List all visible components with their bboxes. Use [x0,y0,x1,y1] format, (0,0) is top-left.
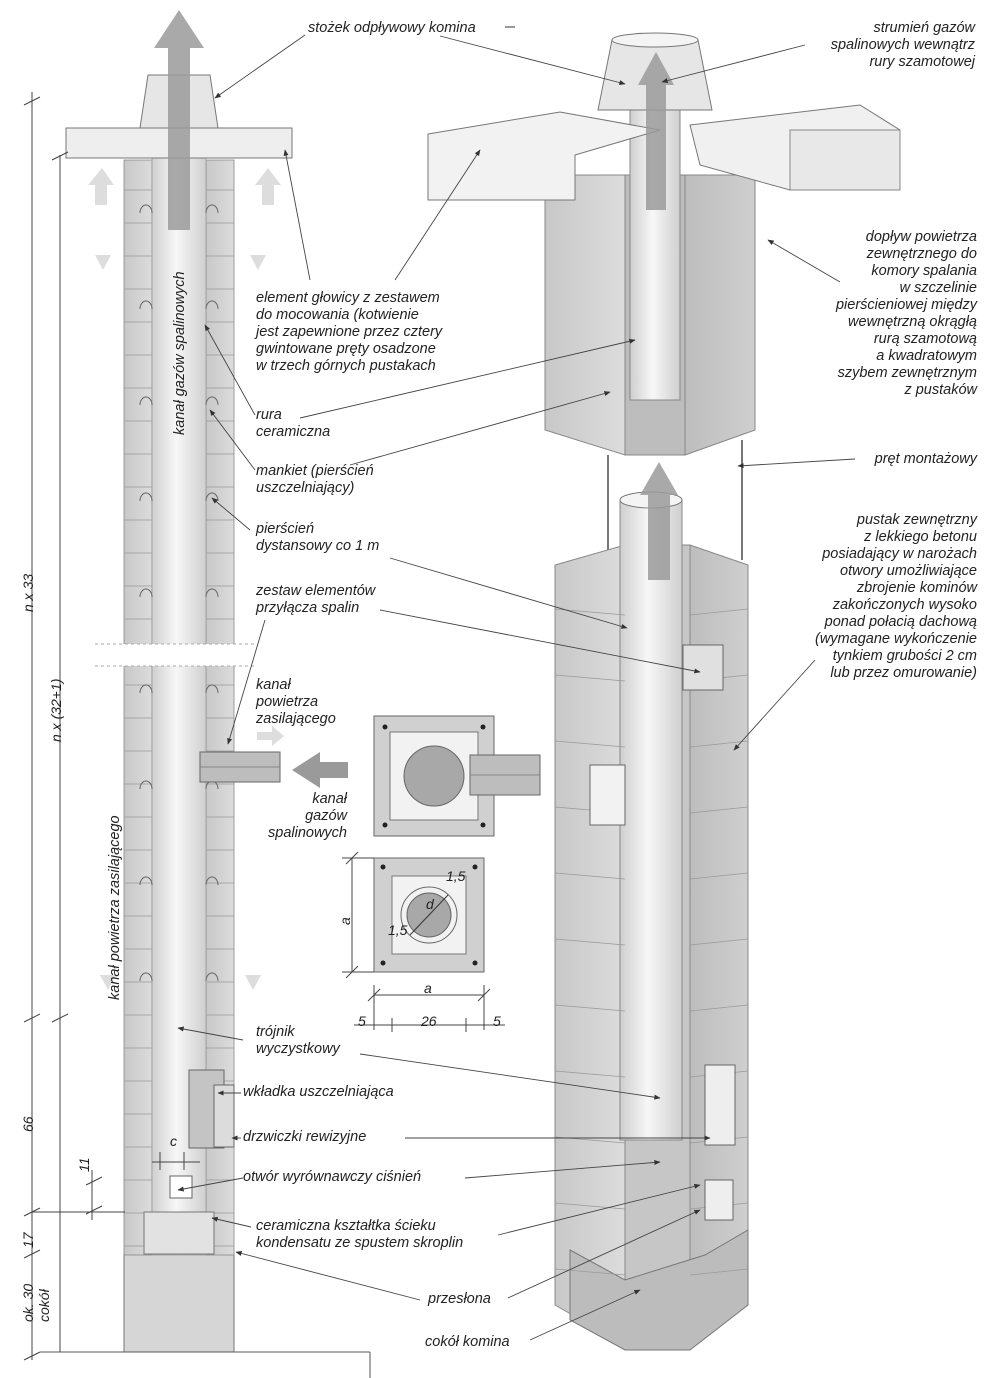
upper-assembly [427,32,901,560]
right-flue-connection [682,644,724,691]
block-joint [689,740,749,748]
left-ceramic-pipe [151,99,207,1256]
label-cleanout-tee: trójnik wyczystkowy [256,1024,340,1057]
right-lower-opening [704,1179,734,1221]
dim-30: ok. 30 [20,1283,36,1322]
label-mounting-rod: pręt montażowy [874,451,977,467]
spacer-ring [205,588,219,598]
spacer-ring [205,876,219,886]
spacer-ring [205,684,219,694]
dim-c: c [170,1133,177,1149]
block-joint [554,1268,626,1276]
label-condensate-fitting: ceramiczna kształtka ścieku kondensatu z… [256,1218,464,1251]
dim-a-vertical: a [337,917,353,925]
left-wall-blocks [123,159,153,1256]
dim-1-5-b: 1,5 [446,868,466,884]
dim-plinth: cokół [36,1289,52,1322]
block-joint [689,806,749,814]
block-joint [689,872,749,880]
dim-11: 11 [76,1157,92,1172]
label-spacer-ring: pierścień dystansowy co 1 m [256,521,380,554]
label-flue-stream: strumień gazów spalinowych wewnątrz rury… [830,20,975,70]
block-joint [689,1268,749,1276]
label-outflow-cone: stożek odpływowy komina [308,20,476,36]
dim-17: 17 [20,1232,36,1248]
label-inspection-door: drzwiczki rewizyjne [243,1129,367,1145]
block-joint [689,938,749,946]
dim-66: 66 [20,1116,36,1132]
spacer-ring [139,492,153,502]
left-inspection-door [213,1084,235,1148]
lower-ceramic-pipe [619,499,683,1141]
left-section-view [23,10,371,1378]
spacer-ring [205,300,219,310]
label-pressure-hole: otwór wyrównawczy ciśnień [243,1169,422,1185]
dim-1-5-a: 1,5 [388,922,408,938]
upper-flue-gas-arrow [638,52,674,210]
spacer-ring [139,876,153,886]
plan-detail-bottom [342,851,505,1032]
block-joint [554,1202,626,1210]
dim-5-left: 5 [358,1013,366,1029]
right-plinth [569,1229,749,1351]
spacer-ring [139,972,153,982]
label-head-element: element głowicy z zestawem do mocowania … [256,290,443,374]
label-sealing-cuff: mankiet (pierścień uszczelniający) [256,463,374,496]
spacer-ring [139,780,153,790]
label-flue-gas-channel: kanał gazów spalinowych [268,791,347,841]
leader-lines [177,34,856,1341]
label-connection-set: zestaw elementów przyłącza spalin [256,583,376,616]
dim-n32: n x (32+1) [48,678,64,742]
lower-flue-gas-arrow [640,462,678,580]
label-supply-air-channel: kanał powietrza zasilającego [256,677,336,727]
upper-head-slab-left [427,111,661,201]
spacer-ring [205,396,219,406]
block-joint [554,674,626,682]
dim-n33: n x 33 [20,573,36,612]
spacer-ring [139,204,153,214]
spacer-ring [139,684,153,694]
left-flue-gas-arrow [154,10,204,230]
left-condensate-fitting [143,1211,215,1255]
dim-a-horizontal: a [424,980,432,996]
right-side-opening [589,764,626,826]
spacer-ring [205,204,219,214]
block-joint [689,1004,749,1012]
label-outer-block: pustak zewnętrzny z lekkiego betonu posi… [815,512,977,681]
section-break [95,644,255,666]
spacer-ring [139,300,153,310]
block-joint [554,872,626,880]
plan-detail-top [373,715,541,837]
label-supply-channel-vertical: kanał powietrza zasilającego [107,815,123,1000]
block-joint [554,1070,626,1078]
block-joint [554,740,626,748]
right-3d-view [427,32,901,1351]
label-shutter: przesłona [428,1291,491,1307]
spacer-ring [139,396,153,406]
left-pressure-hole [169,1175,193,1199]
spacer-ring [205,972,219,982]
label-sealing-insert: wkładka uszczelniająca [243,1084,394,1100]
left-plinth [123,1253,235,1353]
lower-assembly [554,462,749,1351]
dim-d: d [426,896,434,912]
label-ceramic-pipe: rura ceramiczna [256,407,331,440]
dim-26: 26 [421,1013,437,1029]
flue-connection-arrow [292,752,348,788]
spacer-ring [139,588,153,598]
dim-5-right: 5 [493,1013,501,1029]
right-inspection-door [704,1064,736,1146]
label-air-inflow: dopływ powietrza zewnętrznego do komory … [835,229,977,398]
block-joint [689,608,749,616]
block-joint [554,1004,626,1012]
label-chimney-plinth: cokół komina [425,1334,510,1350]
label-flue-channel-vertical: kanał gazów spalinowych [172,271,188,435]
block-joint [554,938,626,946]
